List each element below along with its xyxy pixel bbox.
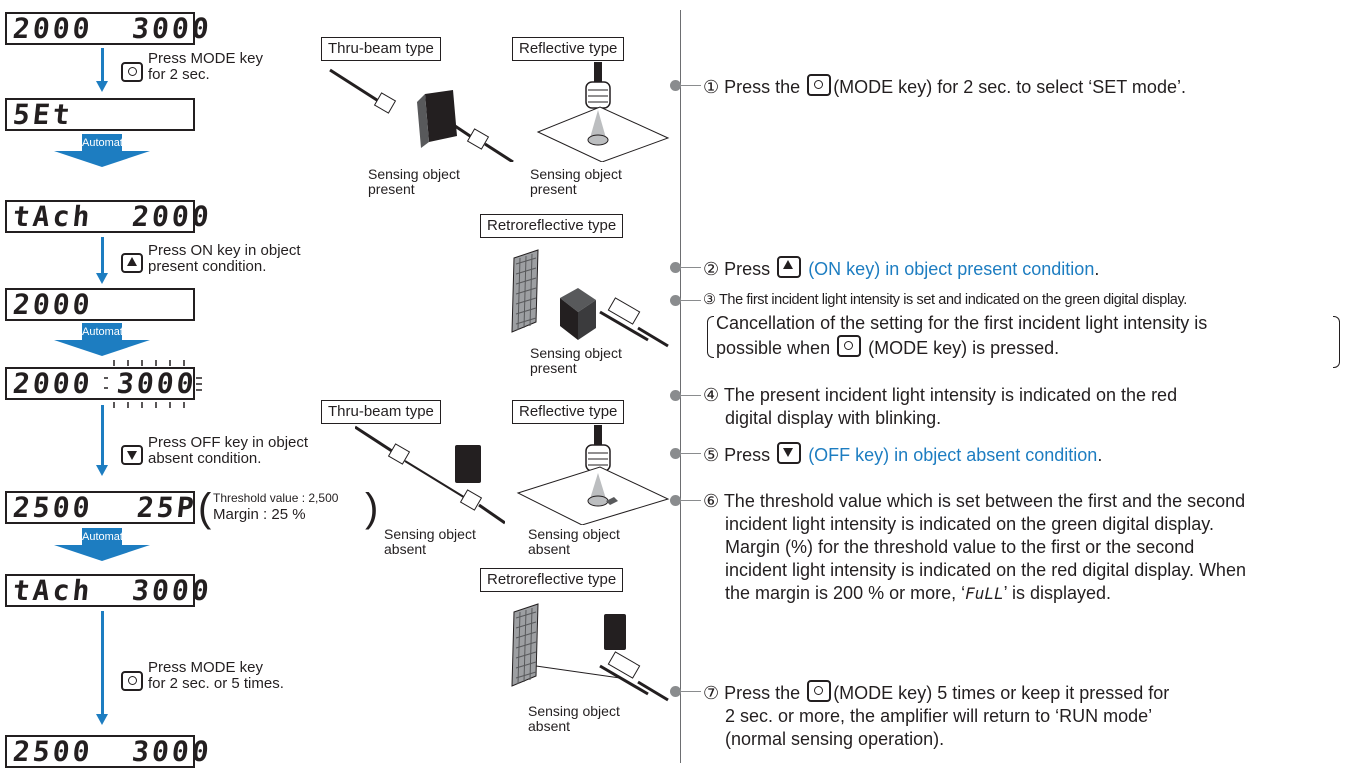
step-connector [681,85,701,86]
step-marker [670,390,681,401]
automatic-arrow: Automatic [54,528,150,561]
retroreflective-type-label: Retroreflective type [480,568,624,592]
retro-present-illustration [511,249,669,348]
flow-arrowhead [96,714,108,725]
display-4: 2000 [5,288,195,321]
step-2: ② Press (ON key) in object present condi… [703,256,1099,281]
step-connector [681,300,701,301]
mode-key-icon [837,335,862,357]
display-1: 2000 3000 [5,12,213,45]
flow-arrow [101,237,104,275]
off-key-icon [121,445,143,465]
display-value: 2500 [11,491,95,524]
step-marker [670,495,681,506]
threshold-paren: ) [365,486,379,530]
step-3-note: Cancellation of the setting for the firs… [716,313,1208,358]
step-3-bracket-right [1333,316,1340,368]
display-7: tAch 3000 [5,574,213,607]
step-connector [681,500,701,501]
step-3: ③ The first incident light intensity is … [703,292,1187,308]
display-value: 2000 [11,288,95,321]
retroreflective-type-label: Retroreflective type [480,214,624,238]
automatic-arrow: Automatic [54,323,150,356]
step-connector [681,395,701,396]
display-value: 2000 3000 [11,12,214,45]
automatic-arrow: Automatic [54,134,150,167]
reflective-type-label: Reflective type [512,37,625,61]
step-4: ④ The present incident light intensity i… [703,385,1178,428]
display-value: 25P [135,491,199,524]
flow-arrowhead [96,465,108,476]
display-6: 2500 25P [5,491,199,524]
step-connector [681,267,701,268]
display-value: tAch 2000 [11,200,214,233]
display-5: 2000 3000 [5,367,198,400]
step-3-bracket-left [707,316,714,358]
reflective-present-illustration [536,62,670,162]
step-marker [670,295,681,306]
blink-rays-icon [104,360,202,408]
reflective-absent-illustration [516,425,670,525]
thru-beam-absent-illustration [355,425,505,525]
flow-arrow [101,48,104,81]
step-connector [681,453,701,454]
step-marker [670,448,681,459]
step-1: ① Press the (MODE key) for 2 sec. to sel… [703,74,1186,99]
display-3: tAch 2000 [5,200,213,233]
off-key-icon [777,442,802,464]
flow-arrow [101,611,104,717]
step-5: ⑤ Press (OFF key) in object absent condi… [703,442,1102,467]
flow-arrowhead [96,273,108,284]
thru-beam-type-label: Thru-beam type [321,400,441,424]
step-marker [670,686,681,697]
threshold-note: Threshold value : 2,500 Margin : 25 % [213,491,339,523]
display-8: 2500 3000 [5,735,213,768]
reflective-type-label: Reflective type [512,400,625,424]
mode-key-icon [121,671,143,691]
mode-key-icon [807,74,832,96]
step-marker [670,262,681,273]
flow-arrow [101,405,104,467]
on-key-icon [121,253,143,273]
display-value: tAch 3000 [11,574,214,607]
step-6: ⑥ The threshold value which is set betwe… [703,491,1246,603]
thru-beam-present-illustration [329,68,514,162]
step-marker [670,80,681,91]
step-7: ⑦ Press the (MODE key) 5 times or keep i… [703,680,1169,751]
retro-absent-illustration [511,603,669,702]
thru-beam-type-label: Thru-beam type [321,37,441,61]
mode-key-icon [121,62,143,82]
display-value: 2000 [11,367,95,400]
display-value: 5Et [11,98,75,131]
step-connector [681,691,701,692]
mode-key-icon [807,680,832,702]
display-value: 2500 3000 [11,735,214,768]
threshold-paren: ( [198,486,212,530]
display-2: 5Et [5,98,195,131]
on-key-icon [777,256,802,278]
divider [680,10,681,763]
flow-arrowhead [96,81,108,92]
